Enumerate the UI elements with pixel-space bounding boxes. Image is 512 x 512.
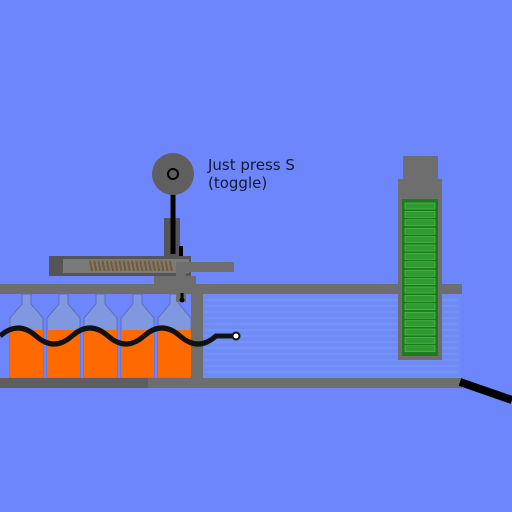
bottle — [120, 293, 155, 379]
spring-coil — [122, 260, 127, 272]
spring-coil — [105, 260, 110, 272]
drip-drop-icon — [179, 297, 185, 303]
conveyor-chain-icon[interactable] — [0, 325, 234, 347]
hint-line-1: Just press S — [208, 156, 295, 174]
spring-coil — [156, 260, 161, 272]
spring-coil — [126, 260, 131, 272]
spring-coil — [93, 260, 98, 272]
spring-coil — [101, 260, 106, 272]
spring-coil — [89, 260, 93, 272]
oil-cell — [404, 202, 436, 210]
oil-cell — [404, 278, 436, 285]
arm-base — [154, 276, 196, 284]
oil-cell — [404, 211, 436, 218]
arm-rod — [180, 262, 234, 272]
oil-cell — [404, 227, 436, 235]
oil-cells — [404, 202, 436, 353]
oil-cell — [404, 244, 436, 252]
spring-coil — [114, 260, 119, 272]
spring-coil — [147, 260, 152, 272]
nozzle — [176, 262, 186, 302]
oil-cell — [404, 328, 436, 336]
bottle-liquid — [47, 330, 80, 377]
spring-coil — [97, 260, 102, 272]
oil-cell — [404, 261, 436, 269]
hint-line-2: (toggle) — [208, 174, 268, 192]
conveyor-floor — [0, 378, 462, 388]
spring-coil — [164, 260, 169, 272]
oil-cell — [404, 219, 436, 227]
spring-coil — [152, 260, 156, 272]
exit-chute — [458, 378, 512, 404]
bottle — [46, 293, 81, 379]
oil-cell — [404, 320, 436, 327]
spring-coil — [110, 260, 114, 272]
bottle — [83, 293, 118, 379]
oil-tube — [398, 156, 442, 360]
oil-cell — [404, 295, 436, 302]
spring-coil-icon — [89, 260, 173, 272]
spring-coil — [118, 260, 123, 272]
oil-cell — [404, 303, 436, 311]
spring-coil — [139, 260, 144, 272]
tank-divider-wall — [191, 284, 203, 378]
bottle — [157, 293, 192, 379]
spring-coil — [160, 260, 165, 272]
oil-cell — [404, 345, 436, 353]
spring-coil — [135, 260, 140, 272]
oil-cell — [404, 337, 436, 344]
hint-text: Just press S (toggle) — [208, 156, 295, 192]
spring-coil — [131, 260, 135, 272]
oil-cell — [404, 311, 436, 319]
dispenser-arm[interactable] — [49, 218, 234, 303]
spring-coil — [168, 260, 173, 272]
pulley-wheel-icon[interactable] — [152, 153, 194, 195]
tank-top-rail — [0, 284, 462, 294]
chain-end-ring-icon — [231, 331, 241, 341]
oil-cell — [404, 269, 436, 277]
bottle-liquid — [158, 330, 191, 377]
oil-cell — [404, 286, 436, 294]
oil-cell — [404, 236, 436, 243]
oil-tube-cap — [403, 156, 438, 182]
spring-coil — [143, 260, 148, 272]
oil-cell — [404, 253, 436, 260]
conveyor-floor-left — [0, 378, 148, 388]
bottle-liquid — [121, 330, 154, 377]
